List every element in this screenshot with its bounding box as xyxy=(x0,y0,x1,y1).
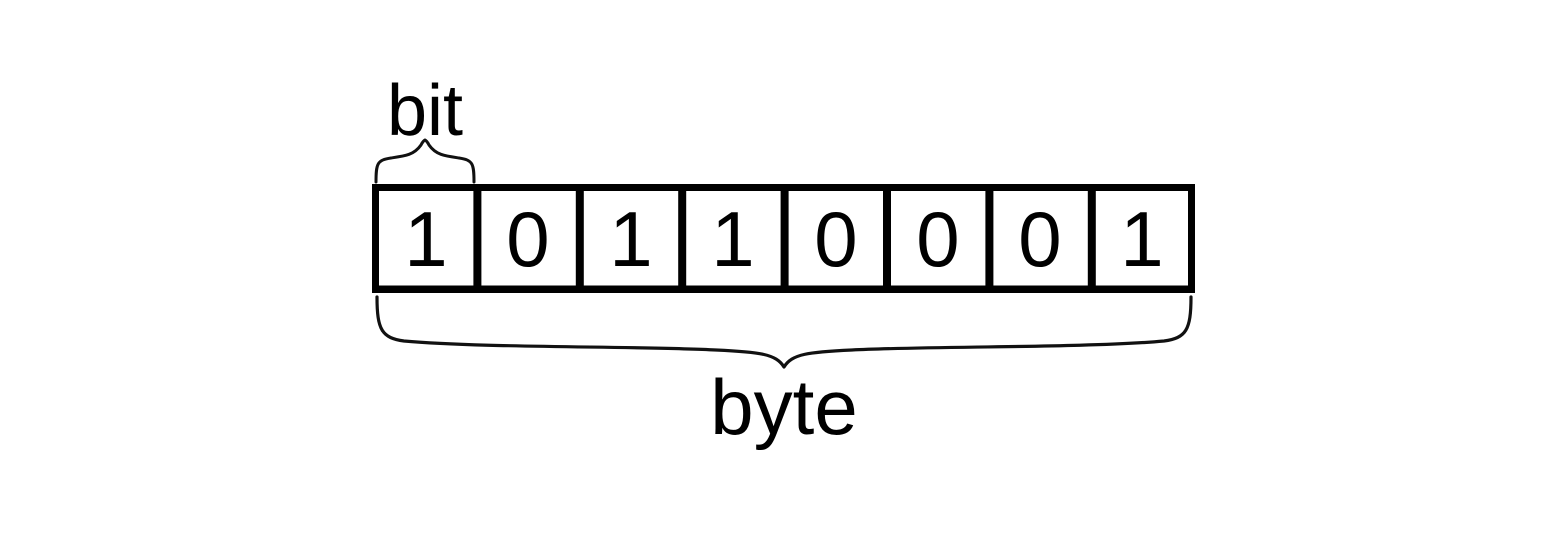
bit-digit: 1 xyxy=(404,195,447,283)
bit-digit: 0 xyxy=(916,195,959,283)
bit-digit: 1 xyxy=(711,195,754,283)
bit-digit: 0 xyxy=(1018,195,1061,283)
bit-digit: 0 xyxy=(506,195,549,283)
bit-cell xyxy=(374,186,479,291)
bit-digit: 1 xyxy=(609,195,652,283)
bit-cell xyxy=(988,186,1093,291)
bit-label: bit xyxy=(387,71,463,151)
bit-cell xyxy=(783,186,888,291)
byte-outer-frame xyxy=(372,184,1195,293)
byte-label: byte xyxy=(710,363,857,451)
byte-brace xyxy=(375,295,1193,369)
byte-row: 1 0 1 1 0 0 0 1 xyxy=(372,184,1195,293)
bit-digit: 1 xyxy=(1120,195,1163,283)
bit-brace xyxy=(374,138,476,184)
bit-digit: 0 xyxy=(814,195,857,283)
